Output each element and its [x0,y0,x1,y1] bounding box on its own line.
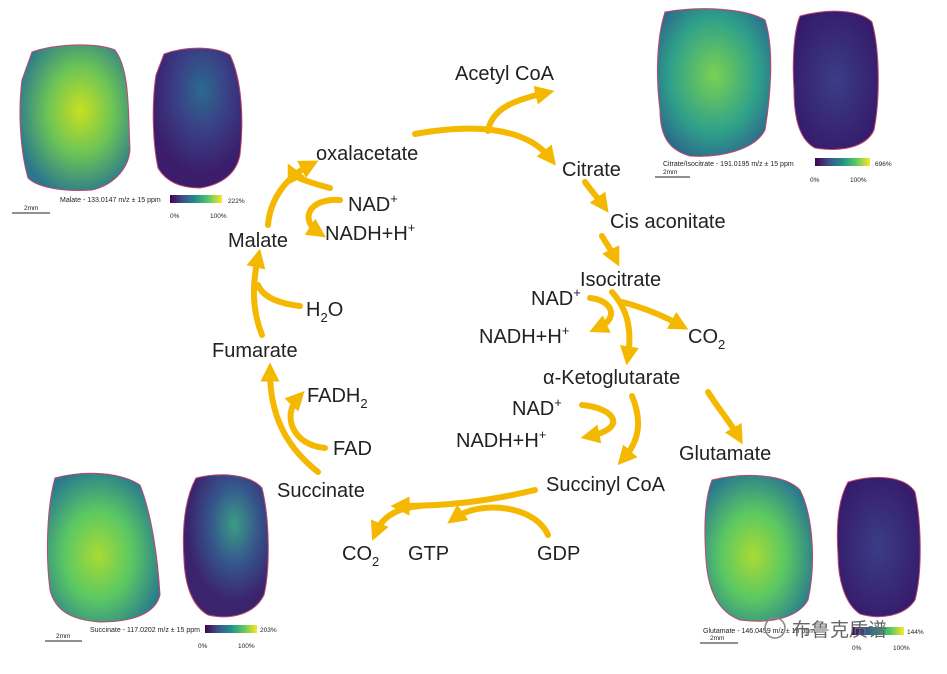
citrate-caption: Citrate/Isocitrate - 191.0195 m/z ± 15 p… [663,161,794,168]
succinate-image-panel: Succinate - 117.0202 m/z ± 15 ppm 203% 0… [45,472,277,650]
label-isocitrate: Isocitrate [580,269,661,291]
citrate-p0: 0% [810,177,820,184]
label-nad-malate: NAD+ [348,191,398,216]
glutamate-caption: Glutamate - 146.0459 m/z ± 15 ppm [703,628,815,635]
malate-caption: Malate - 133.0147 m/z ± 15 ppm [60,197,161,204]
label-nad-akg: NAD+ [512,395,562,420]
glutamate-scale: 2mm [710,635,724,642]
malate-scale: 2mm [24,205,38,212]
label-gtp: GTP [408,543,449,565]
succinate-max: 203% [260,627,277,634]
arrow-acetylcoa-branch [485,85,555,134]
label-nad-iso: NAD+ [531,285,581,310]
label-succinyl-coa: Succinyl CoA [546,474,666,496]
succinate-p0: 0% [198,643,208,650]
arrow-nad-malate [304,196,343,238]
watermark-text: 布鲁克质谱 [792,619,887,641]
arrow-nadh-malate-out [287,163,333,191]
arrow-nad-akg [579,402,617,444]
label-glutamate: Glutamate [679,443,771,465]
arrow-cisaconitate-isocitrate [599,233,620,267]
malate-tissue-right [152,47,243,189]
citrate-image-panel: Citrate/Isocitrate - 191.0195 m/z ± 15 p… [655,8,892,184]
arrow-fad-fadh2 [284,391,328,451]
succinate-tissue-right [182,474,269,618]
label-acetyl-coa: Acetyl CoA [455,63,555,85]
succinate-scale: 2mm [56,633,70,640]
malate-max: 222% [228,198,245,205]
malate-tissue-left [19,44,131,191]
label-cis-aconitate: Cis aconitate [610,211,726,233]
pathway-arrows [246,85,743,541]
label-nadh-akg: NADH+H+ [456,427,546,452]
label-fad: FAD [333,438,372,460]
wechat-icon [764,617,786,639]
glutamate-p100: 100% [893,645,910,652]
label-nadh-iso: NADH+H+ [479,323,569,348]
label-fumarate: Fumarate [212,340,298,362]
arrow-akg-succinylcoa [617,393,642,466]
malate-p0: 0% [170,213,180,220]
arrow-co2-iso [619,299,689,330]
succinate-p100: 100% [238,643,255,650]
label-co2-bottom: CO2 [342,543,379,569]
watermark: 布鲁克质谱 [764,617,887,641]
arrow-akg-glutamate [705,389,743,445]
citrate-tissue-right [792,10,879,150]
arrow-malate-oxalacetate [265,160,319,228]
label-malate: Malate [228,230,288,252]
arrow-isocitrate-akg [609,289,639,366]
label-gdp: GDP [537,543,580,565]
succinate-tissue-left [46,472,161,623]
glutamate-p0: 0% [852,645,862,652]
arrow-co2-bottom [370,503,423,541]
citrate-max: 696% [875,161,892,168]
glutamate-tissue-left [704,474,813,622]
metabolite-labels: Acetyl CoA oxalacetate Citrate Cis aconi… [212,63,771,502]
arrow-nad-iso [587,295,614,333]
label-co2-iso: CO2 [688,326,725,352]
label-citrate: Citrate [562,159,621,181]
arrow-gdp-gtp [447,504,551,538]
arrow-citrate-cisaconitate [582,179,609,213]
label-nadh-malate: NADH+H+ [325,220,415,245]
cofactor-labels: NAD+ NADH+H+ H2O FADH2 FAD NAD+ NADH+H+ … [306,191,725,569]
malate-colorbar [170,195,222,203]
arrow-oxalacetate-citrate [412,125,556,166]
label-h2o: H2O [306,299,343,325]
citrate-colorbar [815,158,870,166]
glutamate-image-panel: Glutamate - 146.0459 m/z ± 15 ppm 144% 0… [700,474,924,652]
succinate-colorbar [205,625,257,633]
label-oxalacetate: oxalacetate [316,143,418,165]
glutamate-tissue-right [836,476,921,618]
citrate-scale: 2mm [663,169,677,176]
succinate-caption: Succinate - 117.0202 m/z ± 15 ppm [90,627,200,634]
glutamate-max: 144% [907,629,924,636]
arrow-h2o [255,282,303,309]
malate-p100: 100% [210,213,227,220]
citrate-tissue-left [656,8,772,157]
glutamate-colorbar [852,627,904,635]
arrow-succinate-fumarate [260,362,321,475]
malate-image-panel: Malate - 133.0147 m/z ± 15 ppm 222% 0% 1… [12,44,245,220]
citrate-p100: 100% [850,177,867,184]
label-alpha-ketoglutarate: α-Ketoglutarate [543,367,680,389]
label-fadh2: FADH2 [307,385,368,411]
arrow-fumarate-malate [246,248,266,338]
label-succinate: Succinate [277,480,365,502]
